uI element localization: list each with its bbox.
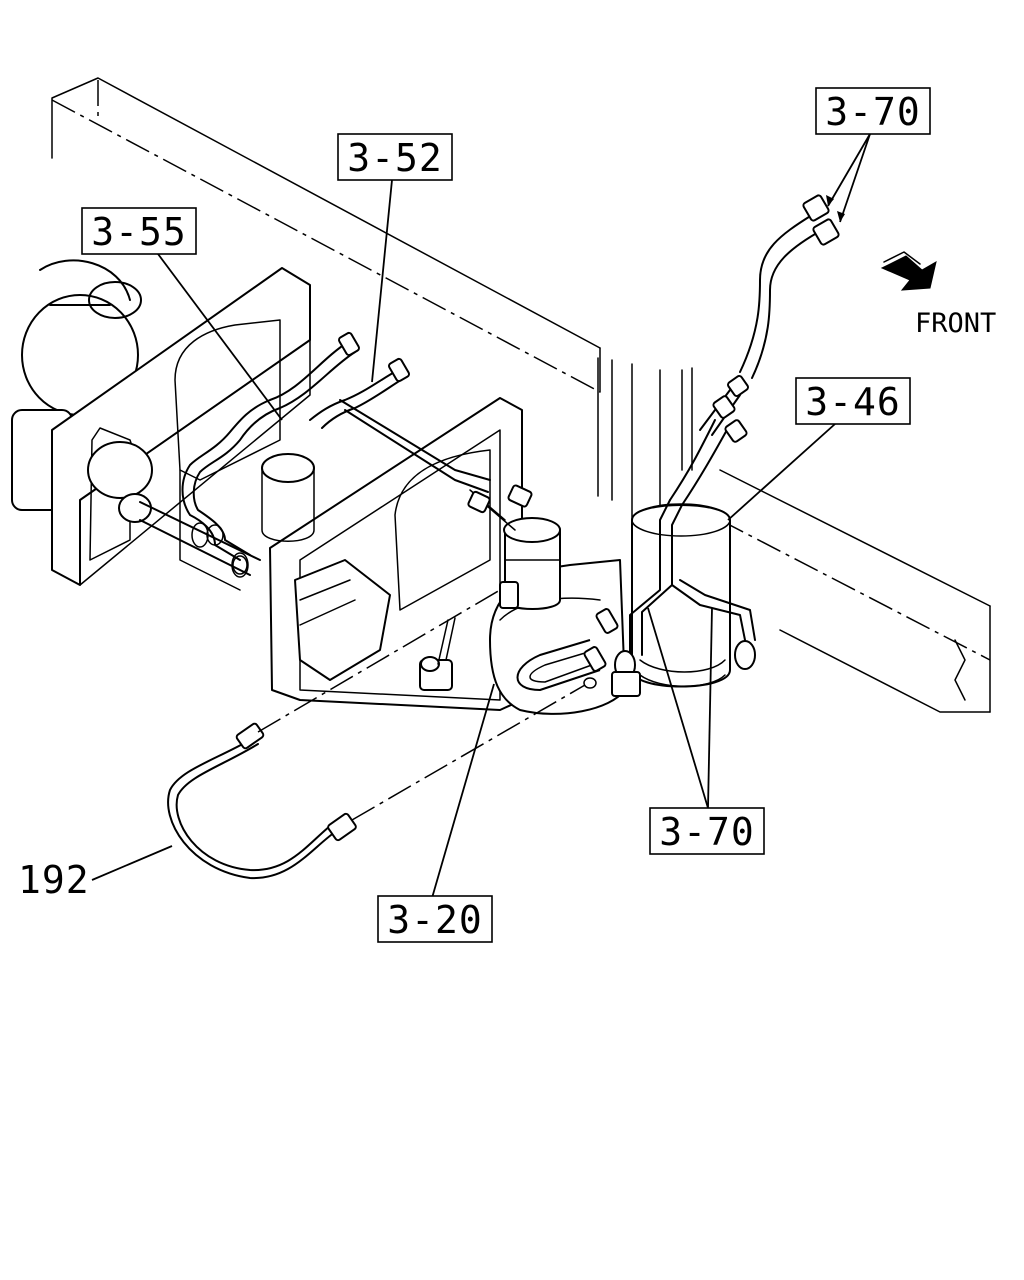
leader-lines (91, 133, 871, 899)
callout-3-52: 3-52 (337, 133, 453, 181)
callout-3-52-label: 3-52 (347, 136, 443, 180)
left-bracket (51, 267, 311, 586)
callout-3-20: 3-20 (377, 895, 493, 943)
callout-3-70-top: 3-70 (815, 87, 931, 135)
center-bracket (261, 397, 523, 711)
location-line-192-b (351, 684, 586, 821)
part-192-hose (167, 722, 357, 880)
callout-192-label: 192 (18, 858, 90, 902)
callout-3-70-bottom-label: 3-70 (659, 810, 755, 854)
front-label: FRONT (915, 308, 996, 339)
callout-3-70-bottom: 3-70 (649, 807, 765, 855)
callout-3-46: 3-46 (795, 377, 911, 425)
callout-3-20-label: 3-20 (387, 898, 483, 942)
left-inner-housing (174, 319, 281, 591)
callout-3-55-label: 3-55 (91, 210, 187, 254)
callout-3-55: 3-55 (81, 207, 197, 255)
callout-3-46-label: 3-46 (805, 380, 901, 424)
location-line-192-a (257, 589, 501, 733)
front-arrow-icon (880, 251, 937, 291)
reservoir-3-46 (631, 503, 731, 688)
left-air-lines (181, 331, 533, 575)
air-lines (583, 194, 840, 697)
frame-rail (51, 77, 991, 713)
callout-3-70-top-label: 3-70 (825, 90, 921, 134)
